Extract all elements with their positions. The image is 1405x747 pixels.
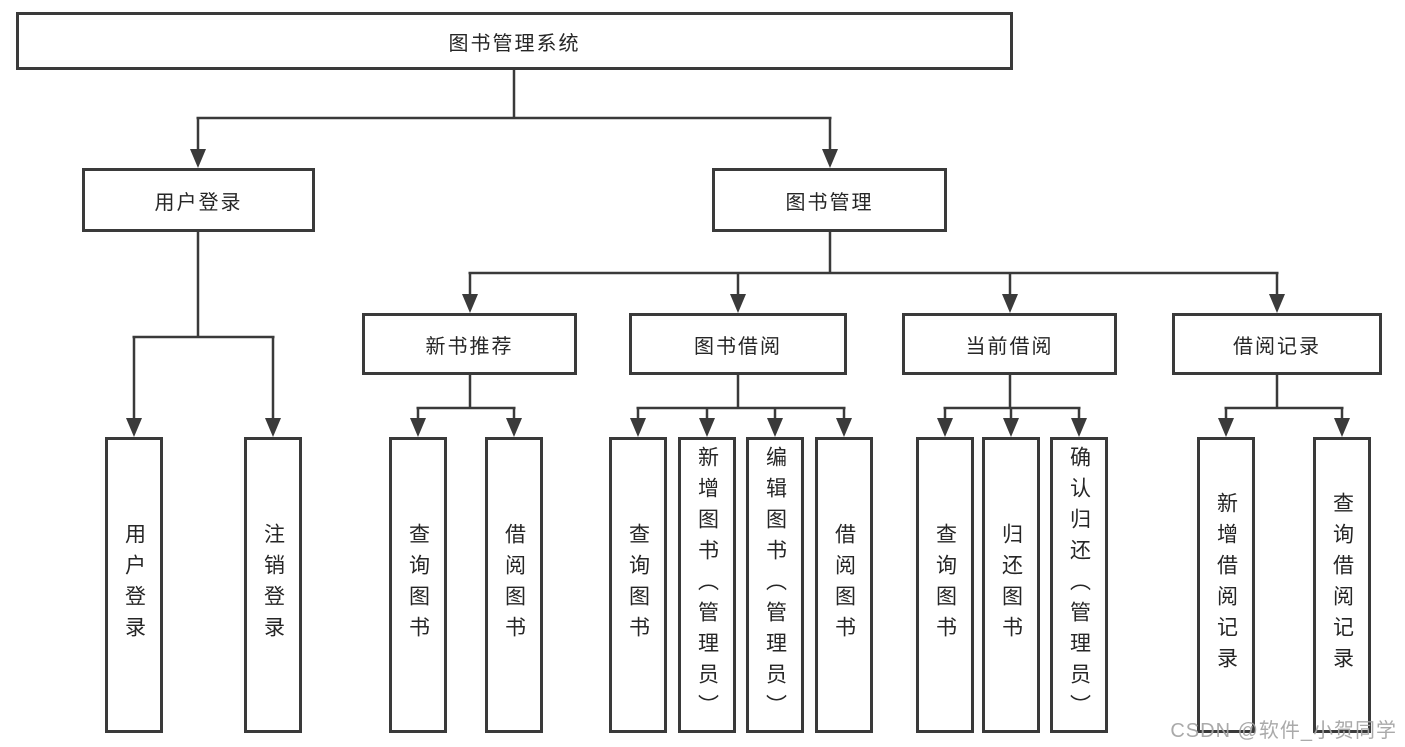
node-current-borrowing: 当前借阅 — [902, 313, 1117, 375]
arrowhead-icon — [506, 418, 522, 437]
arrowhead-icon — [699, 418, 715, 437]
arrowhead-icon — [937, 418, 953, 437]
arrowhead-icon — [1218, 418, 1234, 437]
arrowhead-icon — [410, 418, 426, 437]
arrowhead-icon — [1003, 418, 1019, 437]
node-user-login: 用户登录 — [82, 168, 315, 232]
leaf-borrow-books-recommend: 借阅图书 — [485, 437, 543, 733]
leaf-user-login: 用户登录 — [105, 437, 163, 733]
leaf-edit-book-admin: 编辑图书（管理员） — [746, 437, 804, 733]
node-book-management: 图书管理 — [712, 168, 947, 232]
arrowhead-icon — [462, 294, 478, 313]
node-book-borrowing: 图书借阅 — [629, 313, 847, 375]
arrowhead-icon — [1002, 294, 1018, 313]
leaf-search-borrow-record: 查询借阅记录 — [1313, 437, 1371, 733]
node-borrowing-records: 借阅记录 — [1172, 313, 1382, 375]
leaf-add-borrow-record: 新增借阅记录 — [1197, 437, 1255, 733]
arrowhead-icon — [730, 294, 746, 313]
leaf-add-book-admin: 新增图书（管理员） — [678, 437, 736, 733]
leaf-borrow-books: 借阅图书 — [815, 437, 873, 733]
arrowhead-icon — [1334, 418, 1350, 437]
arrowhead-icon — [836, 418, 852, 437]
leaf-search-books-borrowing: 查询图书 — [609, 437, 667, 733]
arrowhead-icon — [822, 149, 838, 168]
arrowhead-icon — [126, 418, 142, 437]
node-root: 图书管理系统 — [16, 12, 1013, 70]
leaf-logout: 注销登录 — [244, 437, 302, 733]
arrowhead-icon — [1269, 294, 1285, 313]
leaf-return-book: 归还图书 — [982, 437, 1040, 733]
arrowhead-icon — [190, 149, 206, 168]
leaf-search-books-recommend: 查询图书 — [389, 437, 447, 733]
node-new-book-recommend: 新书推荐 — [362, 313, 577, 375]
watermark: CSDN @软件_小贺同学 — [1170, 720, 1397, 742]
arrowhead-icon — [265, 418, 281, 437]
leaf-confirm-return-admin: 确认归还（管理员） — [1050, 437, 1108, 733]
arrowhead-icon — [1071, 418, 1087, 437]
arrowhead-icon — [767, 418, 783, 437]
arrowhead-icon — [630, 418, 646, 437]
leaf-search-books-current: 查询图书 — [916, 437, 974, 733]
